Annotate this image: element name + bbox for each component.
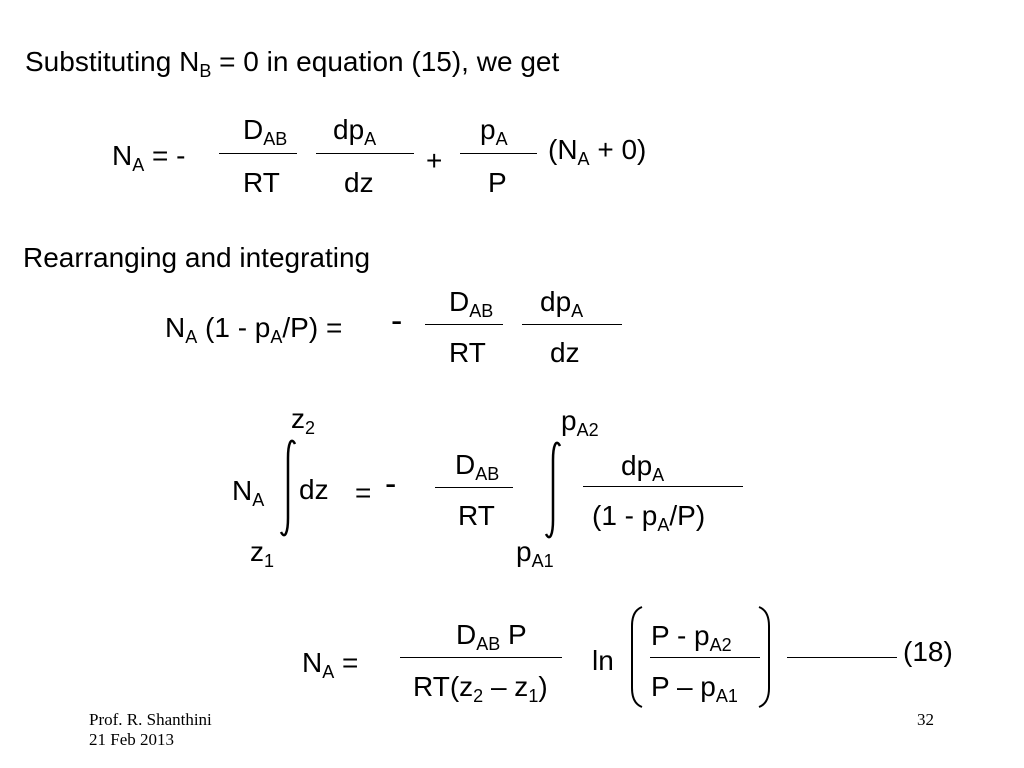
eq3-frac1-bar <box>435 487 513 488</box>
eq3-frac2-num: dpA <box>621 450 665 485</box>
footer-date: 21 Feb 2013 <box>89 729 174 749</box>
eq3-equals: = <box>355 477 372 508</box>
eq2-lhs: NA (1 - pA/P) = <box>165 312 343 347</box>
eq1-frac2-bar <box>316 153 414 154</box>
right-bracket <box>758 606 770 708</box>
eq2-frac1-den: RT <box>449 337 486 368</box>
eq2-frac1-num: DAB <box>449 286 494 321</box>
eq4-frac1-bar <box>400 657 562 658</box>
eq3-frac1-den: RT <box>458 500 495 531</box>
eq1-frac1-den: RT <box>243 167 280 198</box>
eq4-lhs: NA = <box>302 647 359 682</box>
eq4-ln: ln <box>592 645 614 676</box>
eq2-frac2-bar <box>522 324 622 325</box>
eq3-lower-limit-2: pA1 <box>516 536 554 571</box>
eq4-frac2-bar <box>650 657 760 658</box>
eq1-frac3-num: pA <box>480 114 508 149</box>
eq2-frac2-den: dz <box>550 337 580 368</box>
eq1-frac2-den: dz <box>344 167 374 198</box>
rearranging-text: Rearranging and integrating <box>23 242 371 273</box>
eq1-lhs: NA = - <box>112 140 186 175</box>
footer-author-name: Prof. R. Shanthini <box>89 710 212 729</box>
eq-number-18: (18) <box>903 636 953 667</box>
eq4-frac1-den: RT(z2 – z1) <box>413 671 548 706</box>
eq2-frac1-bar <box>425 324 503 325</box>
left-bracket <box>631 606 643 708</box>
eq3-frac1-num: DAB <box>455 449 500 484</box>
eq3-na: NA <box>232 475 265 510</box>
integral-sign-1 <box>279 439 297 537</box>
eq3-dz: dz <box>299 474 329 505</box>
eq3-frac2-bar <box>583 486 743 487</box>
eq4-leader-line <box>787 657 897 658</box>
eq4-frac2-den: P – pA1 <box>651 671 738 706</box>
eq1-tail: (NA + 0) <box>548 134 647 169</box>
footer-author: Prof. R. Shanthini 21 Feb 2013 <box>89 710 212 749</box>
eq2-frac2-num: dpA <box>540 286 584 321</box>
eq3-minus: - <box>385 465 397 503</box>
eq4-frac2-num: P - pA2 <box>651 620 732 655</box>
eq3-frac2-den: (1 - pA/P) <box>592 500 706 535</box>
eq1-plus: + <box>426 145 443 176</box>
integral-sign-2 <box>544 441 562 539</box>
eq1-frac3-bar <box>460 153 537 154</box>
eq2-minus: - <box>391 302 403 340</box>
eq1-frac1-num: DAB <box>243 114 288 149</box>
eq4-frac1-num: DAB P <box>456 619 527 654</box>
eq3-upper-limit-2: pA2 <box>561 405 599 440</box>
intro-text: Substituting NB = 0 in equation (15), we… <box>25 46 560 81</box>
eq3-upper-limit-1: z2 <box>291 403 316 438</box>
eq1-frac3-den: P <box>488 167 507 198</box>
eq3-lower-limit-1: z1 <box>250 536 275 571</box>
eq1-frac2-num: dpA <box>333 114 377 149</box>
eq1-frac1-bar <box>219 153 297 154</box>
page-number: 32 <box>917 710 934 729</box>
